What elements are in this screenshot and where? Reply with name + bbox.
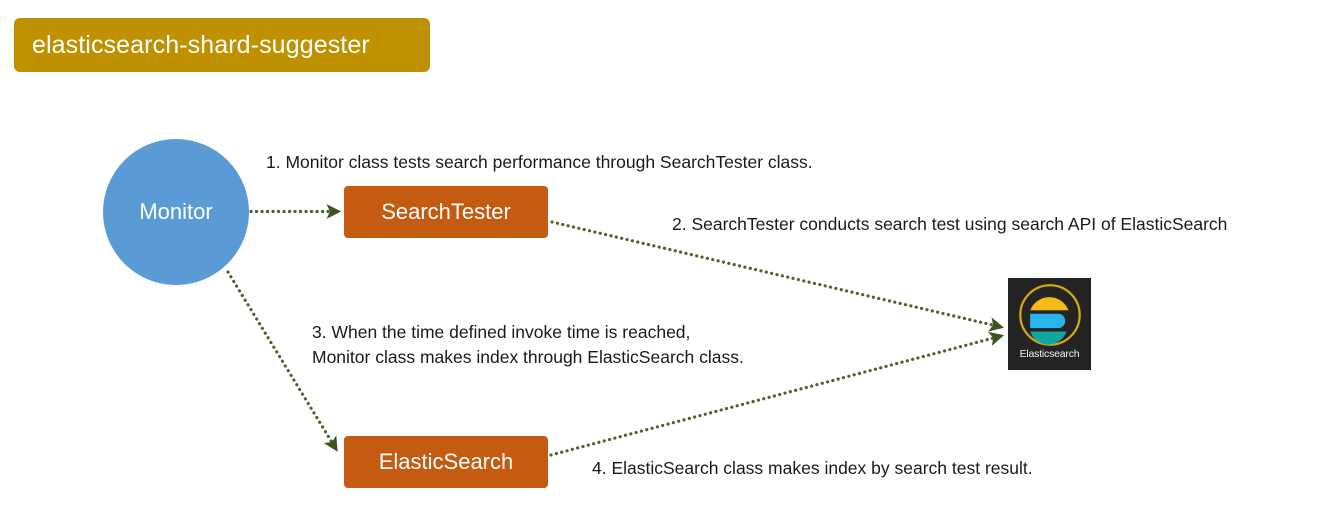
step-1-label: 1. Monitor class tests search performanc… (266, 152, 813, 172)
node-elasticsearch-class-label: ElasticSearch (378, 449, 514, 474)
node-elasticsearch-class[interactable]: ElasticSearch (344, 436, 548, 488)
elasticsearch-logo-tile[interactable]: Elasticsearch (1008, 278, 1091, 370)
page-title: elasticsearch-shard-suggester (32, 30, 370, 59)
elasticsearch-logo-caption: Elasticsearch (1019, 348, 1080, 360)
node-searchtester[interactable]: SearchTester (344, 186, 548, 238)
node-searchtester-label: SearchTester (381, 199, 511, 224)
node-monitor[interactable]: Monitor (103, 139, 249, 285)
elasticsearch-logo-icon (1019, 284, 1081, 346)
step-4-label: 4. ElasticSearch class makes index by se… (592, 458, 1033, 478)
step-3-label: 3. When the time defined invoke time is … (312, 322, 744, 367)
node-monitor-label: Monitor (139, 199, 213, 224)
arrow-searchtester-to-elasticsearch-logo (550, 220, 1005, 332)
step-2-label: 2. SearchTester conducts search test usi… (672, 214, 1228, 234)
page-title-banner: elasticsearch-shard-suggester (14, 18, 430, 72)
